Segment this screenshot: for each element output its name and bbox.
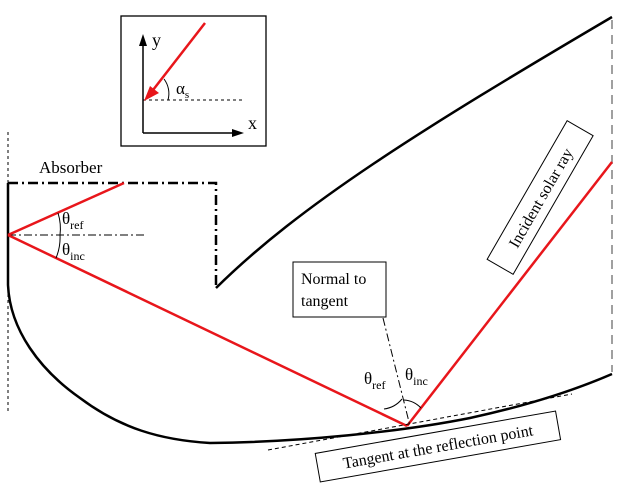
inset-solar-ray [152, 22, 206, 91]
theta-ref-sub: ref [372, 378, 385, 392]
alpha-subscript: s [185, 89, 189, 101]
incident-ray [406, 161, 613, 427]
theta-inc-sub-absorber: inc [70, 249, 85, 263]
svg-text:θinc: θinc [405, 365, 428, 388]
theta-ref-arc [383, 398, 403, 410]
svg-text:θref: θref [364, 369, 385, 392]
normal-label-box [292, 261, 387, 318]
incident-ray-label: Incident solar ray [506, 146, 577, 251]
theta-inc-symbol-absorber: θ [62, 240, 70, 259]
inset-solar-ray-arrowhead [144, 86, 159, 101]
normal-line [382, 317, 411, 427]
absorber-label: Absorber [39, 158, 103, 177]
absorber-reflected-ray [7, 181, 125, 237]
tangent-line [267, 393, 573, 451]
theta-inc-sub: inc [413, 374, 428, 388]
alpha-symbol: α [176, 79, 185, 98]
x-axis-label: x [248, 113, 257, 133]
tangent-label-box [314, 410, 562, 483]
inset-frame [120, 15, 267, 147]
reflector-bottom-curve [6, 183, 613, 445]
reflector-upper-curve [215, 15, 613, 289]
theta-inc-arc-absorber [55, 234, 61, 259]
incident-ray-label-box [486, 120, 594, 275]
tangent-label-group: Tangent at the reflection point [314, 410, 562, 483]
theta-ref-symbol: θ [364, 369, 372, 388]
theta-ref-sub-absorber: ref [70, 218, 83, 232]
coordinate-inset: αs y x [120, 15, 267, 147]
incident-ray-label-group: Incident solar ray [486, 120, 594, 275]
y-axis-arrowhead [139, 34, 147, 46]
svg-text:θref: θref [62, 209, 83, 232]
reflected-ray [7, 233, 408, 428]
theta-inc-arc [403, 399, 422, 409]
theta-ref-arc-absorber [57, 212, 61, 236]
theta-ref-symbol-absorber: θ [62, 209, 70, 228]
svg-text:αs: αs [176, 79, 189, 101]
alpha-angle-arc [163, 78, 170, 101]
svg-text:θinc: θinc [62, 240, 85, 263]
x-axis-arrowhead [232, 129, 244, 137]
normal-label-line1: Normal to [301, 271, 366, 288]
theta-inc-symbol: θ [405, 365, 413, 384]
normal-label-line2: tangent [301, 293, 349, 310]
absorber-outline [8, 181, 218, 288]
y-axis-label: y [152, 30, 161, 50]
